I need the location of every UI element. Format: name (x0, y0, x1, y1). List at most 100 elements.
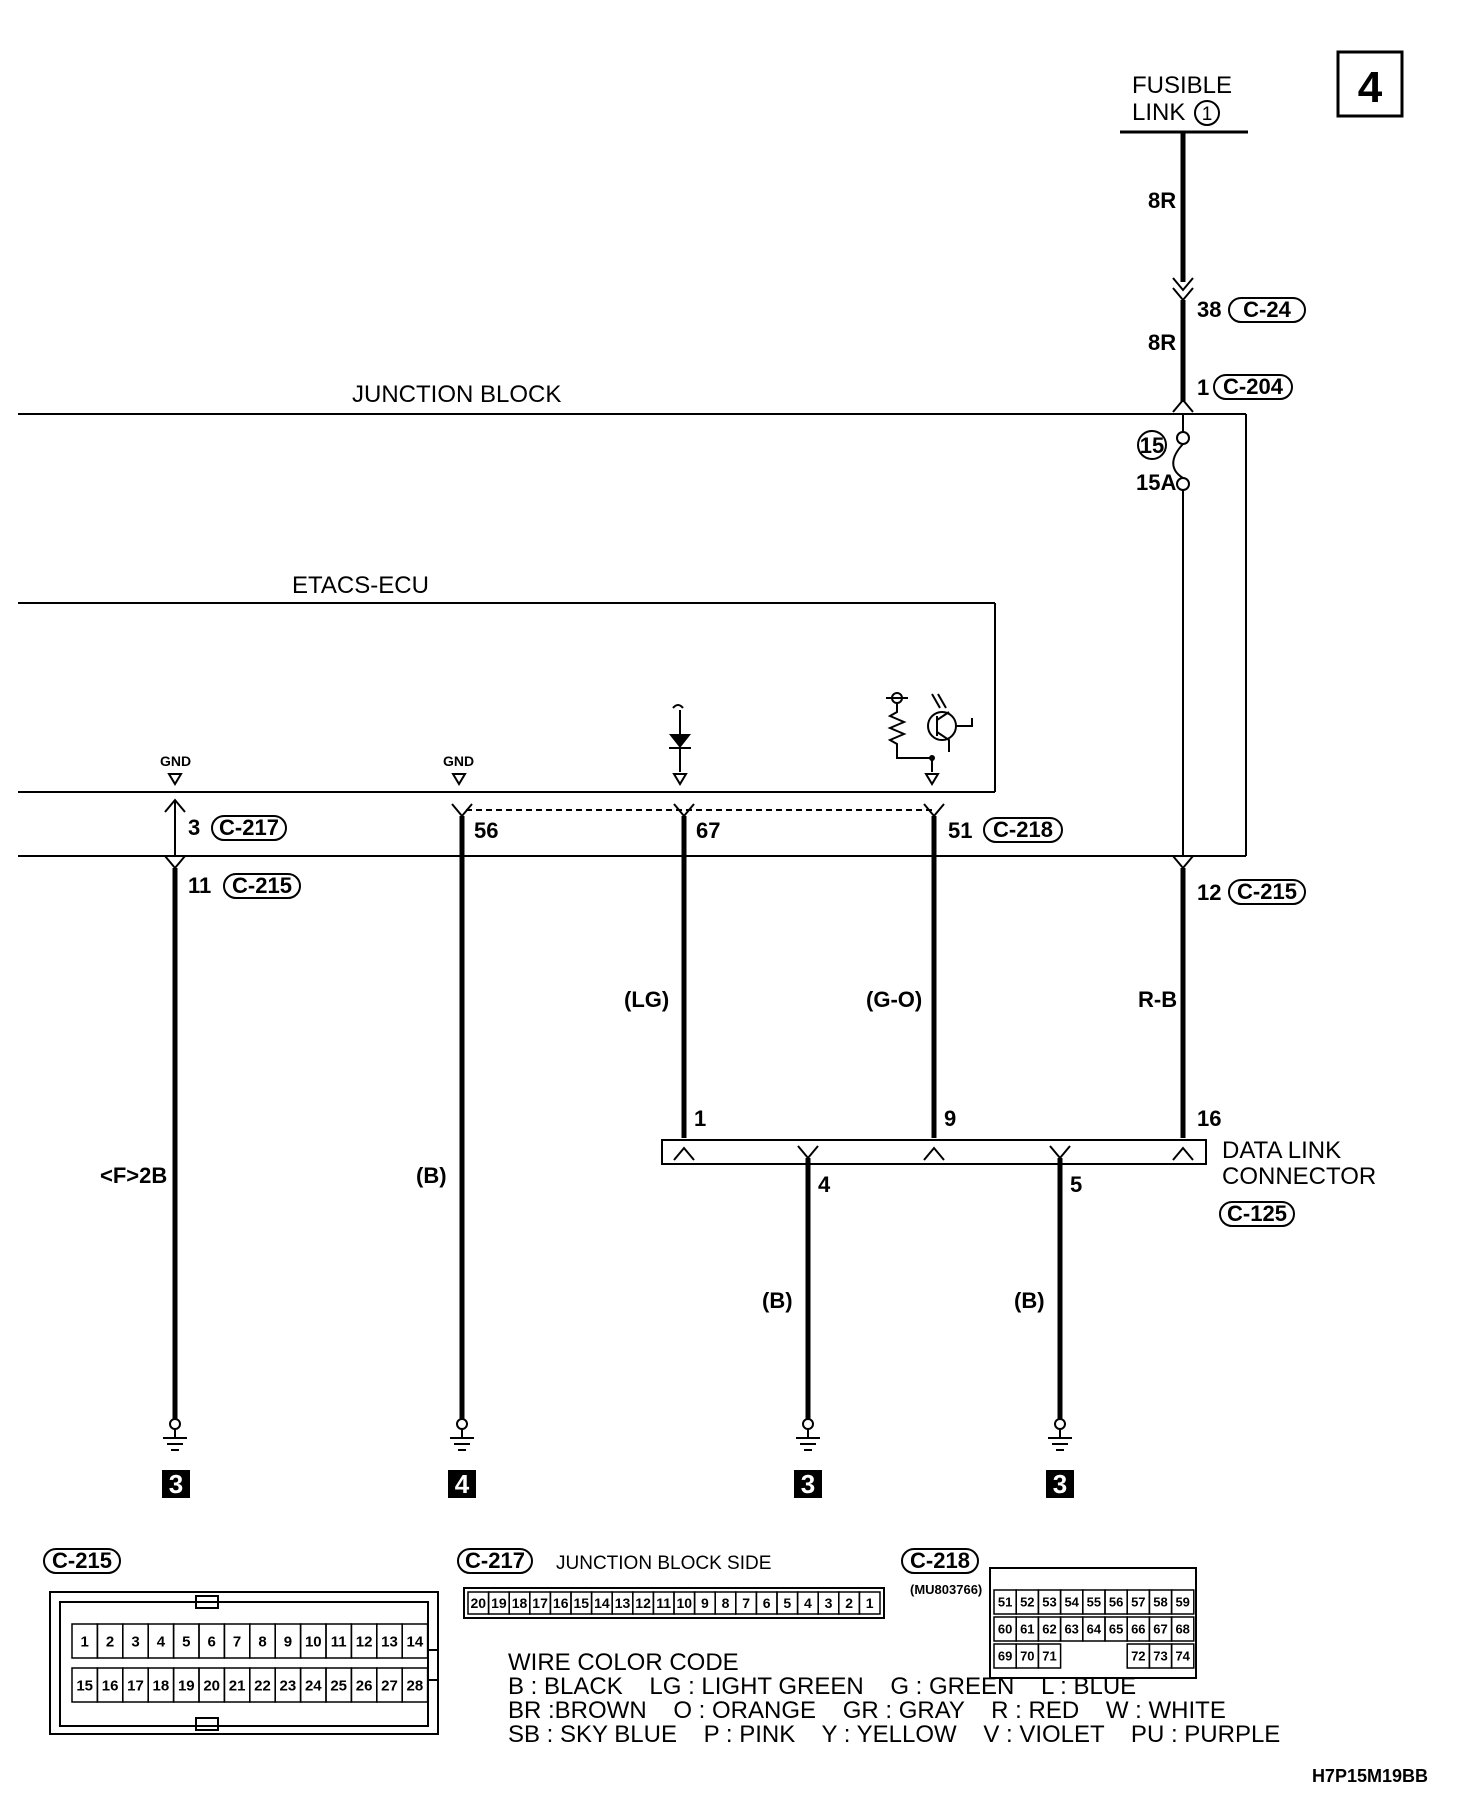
dlc-pin-1-mark (673, 1146, 695, 1161)
c218-pin-52: 52 (1020, 1595, 1034, 1610)
c215-pin-1: 1 (81, 1633, 89, 1650)
dlc-pin-16-mark (1172, 1146, 1194, 1161)
c215-pin-28-cell (401, 1667, 429, 1703)
c218-pin-59-cell (1170, 1589, 1195, 1615)
junction-block-label: JUNCTION BLOCK (352, 381, 561, 408)
connector-c204-mark (1172, 398, 1194, 413)
c215-pin-3: 3 (131, 1633, 139, 1650)
c215-pin-2: 2 (106, 1633, 114, 1650)
fuse-num: 15 (1140, 433, 1164, 458)
c218-pin-53: 53 (1042, 1595, 1056, 1610)
c215-title-box (43, 1548, 121, 1574)
ground-2-icon (450, 1429, 474, 1451)
c215-pin-18: 18 (153, 1677, 170, 1694)
ground-3-node (802, 1418, 814, 1430)
fusible-link-num-circle (1194, 100, 1220, 126)
c215-pin-24: 24 (305, 1677, 322, 1694)
ground-1-icon (163, 1429, 187, 1451)
legend-line-1: B : BLACK LG : LIGHT GREEN G : GREEN L :… (508, 1673, 1136, 1700)
gnd-triangle-1 (167, 773, 183, 786)
c218-pin-51: 51 (998, 1595, 1012, 1610)
wire-label-8r-mid: 8R (1148, 330, 1176, 355)
dlc-pin-4: 4 (818, 1172, 831, 1197)
dlc-pin-9-mark (923, 1146, 945, 1161)
fuse-terminal-top (1176, 431, 1190, 445)
c218-pin-64: 64 (1087, 1622, 1102, 1637)
c217-title-box (457, 1548, 533, 1574)
c215-pin-5: 5 (182, 1633, 190, 1650)
dlc-label-2: CONNECTOR (1222, 1163, 1376, 1190)
c218-title: C-218 (910, 1548, 970, 1573)
dlc-conn-box (1219, 1201, 1295, 1227)
c218-pin-61: 61 (1020, 1622, 1034, 1637)
dlc-pin-5: 5 (1070, 1172, 1082, 1197)
c218-pin-68: 68 (1175, 1622, 1189, 1637)
dlc-pin-16: 16 (1197, 1106, 1221, 1131)
c218-pin-68-cell (1170, 1616, 1195, 1642)
transistor-node (929, 755, 935, 761)
c217-pin-18: 18 (512, 1595, 528, 1611)
c217-pin-1-cell (858, 1591, 881, 1615)
dlc-label-1: DATA LINK (1222, 1137, 1341, 1164)
c217-pin-3: 3 (825, 1595, 833, 1611)
c218-pin-60: 60 (998, 1622, 1012, 1637)
c217-pin-19: 19 (491, 1595, 507, 1611)
gnd-triangle-2 (451, 773, 467, 786)
c215-pin-17: 17 (127, 1677, 144, 1694)
connector-c24-box (1228, 297, 1306, 323)
c215-pin-8: 8 (258, 1633, 266, 1650)
c215-pin-19: 19 (178, 1677, 195, 1694)
c217-pin-11: 11 (656, 1595, 671, 1611)
c215-outer (49, 1591, 439, 1735)
c217-pin-12: 12 (635, 1595, 651, 1611)
c217-title: C-217 (465, 1548, 525, 1573)
c218-pin-56: 56 (1109, 1595, 1123, 1610)
c217-pin-7: 7 (742, 1595, 750, 1611)
conn-mark-12 (1172, 855, 1194, 870)
ground-3-icon (796, 1429, 820, 1451)
ground-4-node (1054, 1418, 1066, 1430)
ground-1: 3 (162, 1418, 190, 1499)
connector-c218: C-218 (993, 817, 1053, 842)
page-badge: 4 (1358, 63, 1383, 112)
c215-pin-9: 9 (284, 1633, 292, 1650)
fuse-num-circle (1137, 430, 1167, 460)
c218-pin-74-cell (1170, 1643, 1195, 1669)
c215-pin-4: 4 (157, 1633, 166, 1650)
conn-mark-11 (164, 855, 186, 870)
etacs-label: ETACS-ECU (292, 572, 429, 599)
c218-pin-67: 67 (1153, 1622, 1167, 1637)
c215-pin-6: 6 (208, 1633, 216, 1650)
connector-c215-b-box (1228, 879, 1306, 905)
connector-c204: C-204 (1223, 374, 1284, 399)
pin-3: 3 (188, 815, 200, 840)
gnd-label-2: GND (443, 753, 474, 769)
c218-pin-54: 54 (1064, 1595, 1079, 1610)
wire-label-f2b: <F>2B (100, 1163, 167, 1188)
c218-pin-72: 72 (1131, 1649, 1145, 1664)
c217-outer (463, 1587, 885, 1619)
transistor-triangle (924, 773, 940, 786)
diode-input-wave (672, 704, 684, 709)
diode-icon (669, 734, 691, 748)
wire-label-b-dlc4: (B) (762, 1288, 793, 1313)
c218-pin-71: 71 (1042, 1649, 1056, 1664)
wire-label-b-56: (B) (416, 1163, 447, 1188)
ground-1-badge-box (162, 1470, 190, 1498)
c218-title-box (901, 1548, 979, 1574)
connector-c215-a-box (223, 873, 301, 899)
c217-pin-15: 15 (574, 1595, 590, 1611)
c217-pin-9: 9 (701, 1595, 709, 1611)
ground-3-badge: 3 (801, 1469, 815, 1499)
pin-51: 51 (948, 818, 972, 843)
pin-67: 67 (696, 818, 720, 843)
transistor-zener-mark (931, 693, 947, 709)
dlc-conn: C-125 (1227, 1201, 1287, 1226)
dlc-pin-9: 9 (944, 1106, 956, 1131)
fusible-link-label: FUSIBLE (1132, 72, 1232, 99)
connector-c218-box (983, 817, 1063, 843)
c217-pin-8: 8 (722, 1595, 730, 1611)
fusible-link-num: 1 (1202, 104, 1213, 125)
